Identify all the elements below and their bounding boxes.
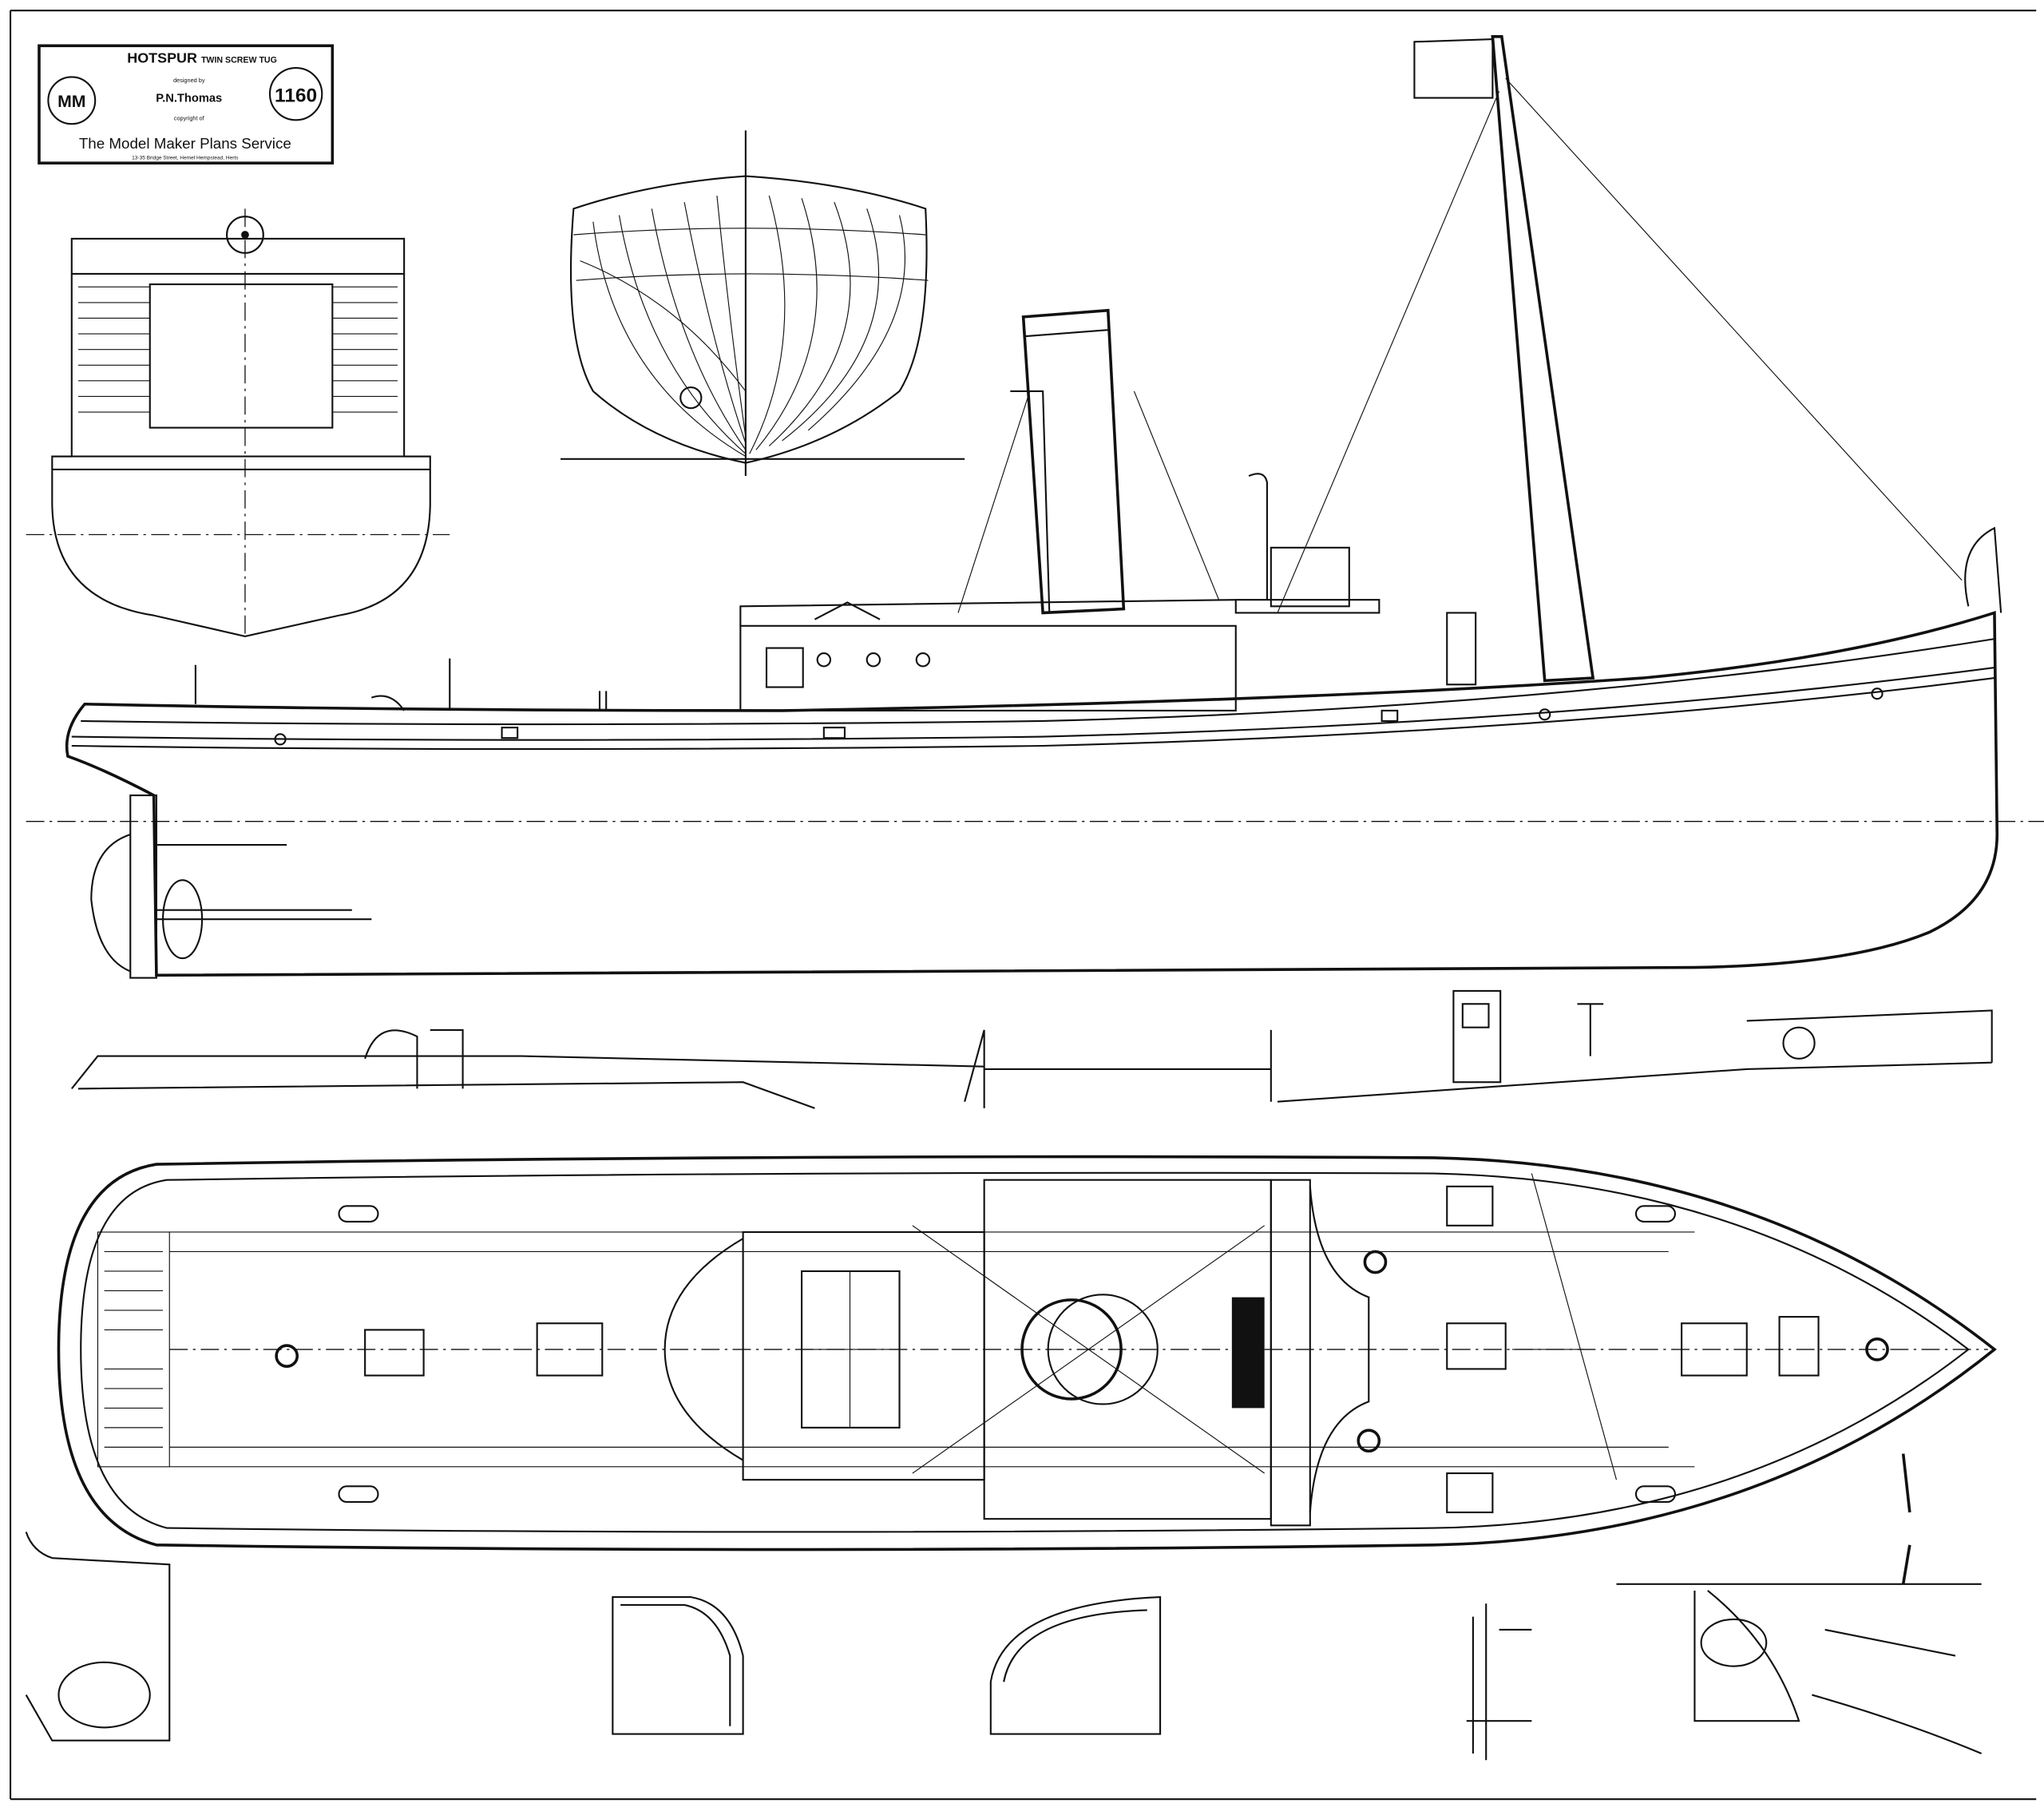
funnel-top — [1020, 1298, 1123, 1401]
mm-logo-text: MM — [57, 93, 85, 111]
sheet-border — [10, 10, 2037, 1801]
mm-logo — [47, 76, 97, 125]
designed-by-label: designed by — [173, 77, 205, 84]
designer-name: P.N.Thomas — [156, 92, 222, 105]
propeller-detail-icon — [57, 1661, 151, 1729]
vessel-type: TWIN SCREW TUG — [201, 55, 277, 65]
body-plan-view — [561, 130, 965, 477]
profile-view — [26, 35, 2044, 979]
publisher-name: The Model Maker Plans Service — [79, 135, 291, 152]
plan-number: 1160 — [275, 85, 317, 106]
funnel — [1021, 308, 1126, 615]
bulwark-sections-view — [70, 989, 1993, 1109]
svg-text:HOTSPUR TWIN SCREW TUG: HOTSPUR TWIN SCREW TUG — [127, 50, 277, 65]
deck-plan-view — [57, 1155, 1997, 1551]
stern-elevation-view — [26, 208, 450, 640]
flag-icon — [1413, 38, 1494, 99]
plan-number-badge — [268, 66, 323, 121]
detail-views — [25, 1453, 1983, 1761]
copyright-label: copyright of — [174, 114, 205, 121]
vessel-name: HOTSPUR — [127, 50, 197, 65]
title-block: HOTSPUR TWIN SCREW TUG designed by P.N.T… — [38, 44, 335, 165]
publisher-address: 13-35 Bridge Street, Hemel Hempstead, He… — [132, 155, 239, 160]
mast — [1491, 35, 1595, 683]
